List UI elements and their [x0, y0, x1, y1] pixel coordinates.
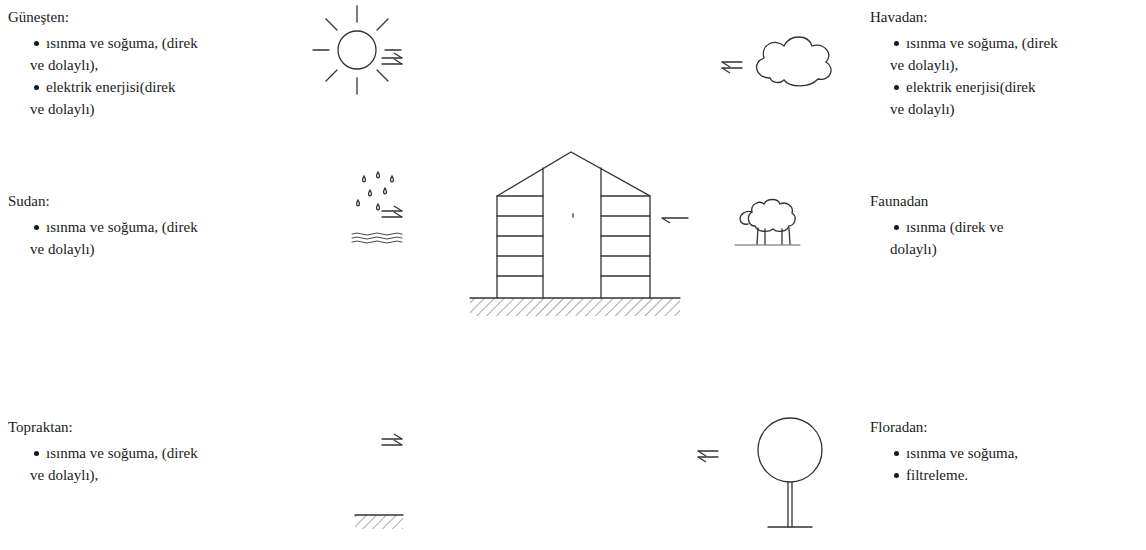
bullet-dot — [894, 41, 899, 46]
bullet-dot — [894, 451, 899, 456]
source-heading: Floradan: — [870, 416, 1070, 438]
cloud-icon — [757, 37, 831, 86]
source-heading: Güneşten: — [8, 6, 208, 28]
source-heading: Topraktan: — [8, 416, 208, 438]
bullet-dot — [34, 225, 39, 230]
source-heading: Sudan: — [8, 190, 208, 212]
bullet-dot — [34, 41, 39, 46]
source-item: ısınma ve soğuma, (direk ve dolaylı), — [890, 32, 1065, 76]
bullet-dot — [34, 451, 39, 456]
source-item: elektrik enerjisi(direk ve dolaylı) — [30, 76, 180, 120]
source-item: ısınma ve soğuma, (direk ve dolaylı), — [30, 32, 200, 76]
source-item: ısınma ve soğuma, — [890, 442, 1090, 464]
source-item: elektrik enerjisi(direk ve dolaylı) — [890, 76, 1040, 120]
source-item: ısınma ve soğuma, (direk ve dolaylı) — [30, 216, 200, 260]
source-item: ısınma (direk ve dolaylı) — [890, 216, 1030, 260]
bullet-dot — [34, 85, 39, 90]
bullet-dot — [894, 85, 899, 90]
bullet-dot — [894, 473, 899, 478]
sheep-icon — [735, 200, 800, 246]
source-heading: Faunadan — [870, 190, 1070, 212]
source-item: ısınma ve soğuma, (direk ve dolaylı), — [30, 442, 200, 486]
soil-icon — [355, 515, 403, 529]
flow-arrows — [382, 58, 742, 457]
tree-icon — [758, 418, 822, 527]
building — [470, 152, 680, 316]
sun-icon — [313, 6, 401, 94]
source-item: filtreleme. — [890, 464, 1090, 486]
source-heading: Havadan: — [870, 6, 1070, 28]
water-icon — [352, 172, 402, 243]
bullet-dot — [894, 225, 899, 230]
